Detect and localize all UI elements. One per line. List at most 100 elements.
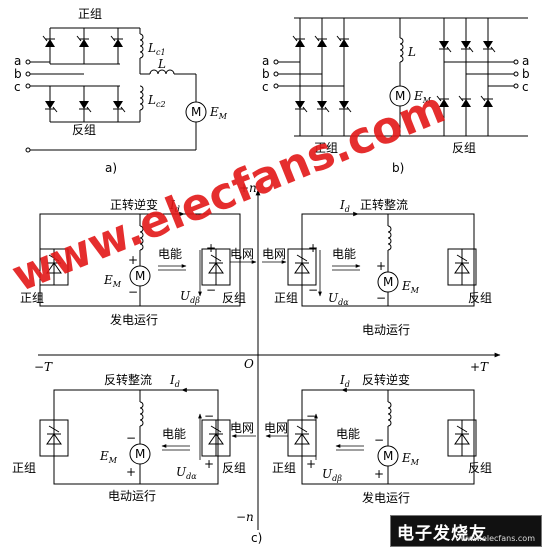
q4-voltage: Udβ	[322, 467, 342, 483]
panel-b-l-label: L	[407, 45, 416, 59]
panel-b-pos-group-label: 正组	[314, 141, 338, 155]
q3-voltage: Udα	[176, 465, 197, 481]
q3-grid-label: 电网	[230, 421, 254, 435]
q3-em-label: EM	[99, 449, 118, 465]
q2-pos-group-label: 正组	[20, 291, 44, 305]
panel-b: a b c M L EM a b c 正组 反组 b)	[262, 17, 530, 175]
q2-minus: −	[128, 285, 138, 299]
thyristor-icon	[482, 35, 496, 53]
q2-foot: 发电运行	[110, 312, 158, 327]
q2-title: 正转逆变	[110, 197, 158, 212]
q3-motor-symbol: M	[135, 447, 145, 461]
q1-foot: 电动运行	[362, 323, 410, 337]
q4-energy-label: 电能	[336, 427, 360, 441]
q3-neg-group-label: 反组	[222, 461, 246, 475]
q1-title: 正转整流	[360, 197, 408, 212]
thyristor-icon	[336, 35, 350, 53]
q2-energy-label: 电能	[158, 247, 182, 261]
neg-group-converter-icon	[447, 419, 477, 457]
panel-b-phase-b-right: b	[522, 67, 530, 81]
panel-a-pos-group-label: 正组	[78, 7, 102, 21]
phase-c-label: c	[14, 80, 21, 94]
q4-grid-label: 电网	[264, 421, 288, 435]
q3-foot: 电动运行	[108, 489, 156, 503]
thyristor-icon	[458, 95, 472, 113]
thyristor-icon	[480, 95, 494, 113]
q1-minus: −	[376, 291, 386, 305]
thyristor-icon	[438, 35, 452, 53]
q4-pos-group-label: 正组	[272, 461, 296, 475]
q2-current: Id	[169, 198, 180, 214]
q1-plus: +	[376, 259, 386, 273]
panel-b-motor-symbol: M	[395, 89, 405, 103]
q3-minus: −	[126, 431, 136, 445]
q4-title: 反转逆变	[362, 372, 410, 387]
thyristor-icon	[314, 35, 328, 53]
q3-current: Id	[169, 373, 180, 389]
q3-energy-label: 电能	[162, 427, 186, 441]
q3-plus: +	[126, 465, 136, 479]
thyristor-icon	[292, 35, 306, 53]
logo-sub-text: www.elecfans.com	[460, 534, 536, 543]
q1-voltage: Udα	[328, 291, 349, 307]
q4-neg-group-label: 反组	[468, 461, 492, 475]
panel-a-neg-group-label: 反组	[72, 123, 96, 137]
axis-plus-t: +T	[470, 360, 489, 374]
caption-a: a)	[105, 161, 117, 175]
q2-motor-symbol: M	[135, 269, 145, 283]
q1-u-minus: −	[308, 283, 318, 297]
q4-em-label: EM	[401, 451, 420, 467]
quadrant-reverse-inverting: M Id 反转逆变 − + EM 电能 电网 − + Udβ 正组 反组 发电运…	[264, 372, 492, 505]
neg-group-converter-icon	[447, 248, 477, 286]
q1-em-label: EM	[401, 279, 420, 295]
panel-b-phase-a: a	[262, 54, 269, 68]
quadrant-reverse-rectifying: M 反转整流 Id − + EM 电能 电网 − + Udα 正组 反组 电动运…	[12, 372, 256, 503]
thyristor-icon	[76, 35, 90, 53]
q4-plus: +	[374, 467, 384, 481]
panel-a-em-label: EM	[209, 105, 228, 121]
axis-origin: O	[244, 357, 254, 371]
panel-a-lc1-label: Lc1	[147, 41, 166, 57]
q3-u-minus: −	[204, 409, 214, 423]
pos-group-converter-icon	[39, 419, 69, 457]
q3-title: 反转整流	[104, 372, 152, 387]
q2-u-plus: +	[206, 241, 216, 255]
q2-voltage: Udβ	[180, 289, 200, 305]
q1-grid-label: 电网	[262, 247, 286, 261]
thyristor-icon	[112, 95, 126, 113]
q2-u-minus: −	[206, 283, 216, 297]
caption-c: c)	[251, 531, 262, 545]
q2-grid-label: 电网	[230, 247, 254, 261]
q3-u-plus: +	[204, 457, 214, 471]
thyristor-icon	[110, 35, 124, 53]
axis-minus-t: −T	[34, 360, 53, 374]
thyristor-icon	[460, 35, 474, 53]
panel-b-phase-a-right: a	[522, 54, 529, 68]
q1-neg-group-label: 反组	[468, 291, 492, 305]
panel-a: 正组 反组 a b c	[14, 7, 228, 175]
q4-u-minus: −	[306, 409, 316, 423]
caption-b: b)	[392, 161, 404, 175]
q4-u-plus: +	[306, 457, 316, 471]
q4-motor-symbol: M	[383, 449, 393, 463]
panel-b-em-label: EM	[413, 89, 432, 105]
panel-a-lc2-label: Lc2	[147, 93, 166, 109]
thyristor-icon	[78, 95, 92, 113]
thyristor-icon	[44, 95, 58, 113]
phase-b-label: b	[14, 67, 22, 81]
q2-em-label: EM	[103, 273, 122, 289]
q1-current: Id	[339, 198, 350, 214]
thyristor-icon	[42, 35, 56, 53]
neg-group-converter-icon	[201, 419, 231, 457]
thyristor-icon	[338, 95, 352, 113]
q2-plus: +	[128, 253, 138, 267]
logo-main-text: 电子发烧友	[397, 524, 487, 544]
q1-motor-symbol: M	[383, 275, 393, 289]
q3-pos-group-label: 正组	[12, 461, 36, 475]
q4-foot: 发电运行	[362, 490, 410, 505]
quadrant-axes: +n −n +T −T O c)	[34, 181, 501, 545]
thyristor-icon	[294, 95, 308, 113]
q1-energy-label: 电能	[332, 247, 356, 261]
q1-pos-group-label: 正组	[274, 291, 298, 305]
